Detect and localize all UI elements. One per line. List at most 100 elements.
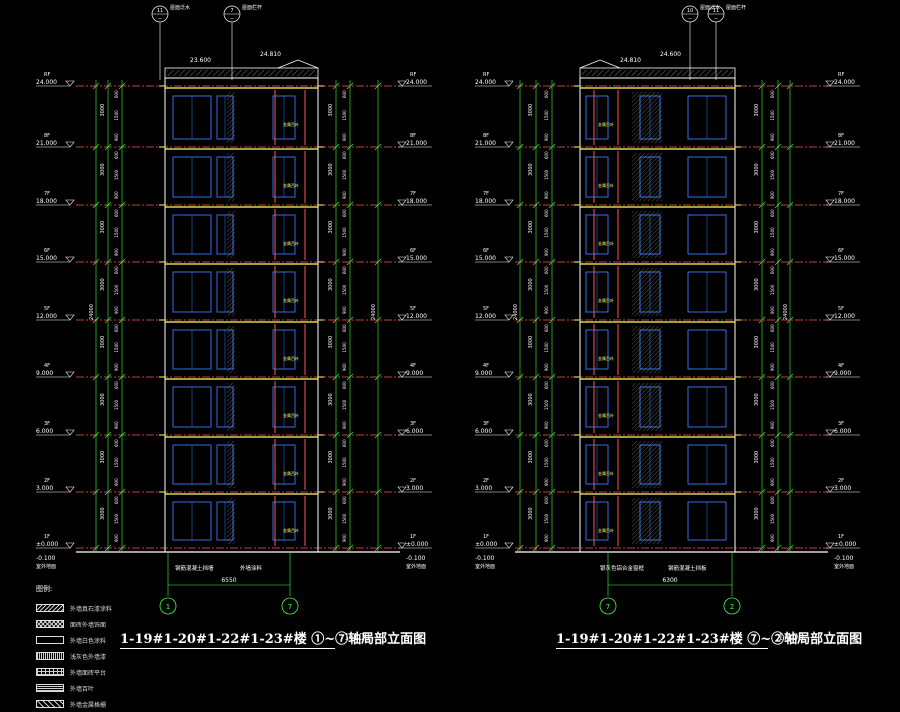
dimension-value: 600 [544,496,549,504]
level-label-right: 18.000 [834,198,855,205]
level-label-left: 9.000 [36,370,53,377]
dimension-value: 1500 [114,284,119,295]
level-marker-icon [65,542,75,549]
dimension-tick [758,201,766,209]
level-tag-right: 2F [410,478,416,484]
dimension-value: 1500 [544,169,549,180]
level-tag-left: 4F [44,363,50,369]
dimension-tick [92,544,100,552]
dimension-value: 1500 [342,513,347,524]
callout-text: 屋面泛水 [170,4,190,11]
facade-hatch [227,153,235,201]
facade-hatch [227,268,235,316]
dimension-value: 900 [342,133,347,141]
dimension-value: 600 [544,439,549,447]
facade-hatch [227,383,235,431]
dimension-tick [346,431,354,439]
blank-swatch-icon [36,636,64,644]
window-note: 金属百叶 [598,121,614,127]
legend-label: 外墙金属格栅 [70,701,107,709]
dimension-value: 600 [342,151,347,159]
axis-number: 2 [730,603,734,611]
dimension-tick [118,431,126,439]
dimension-value: 900 [544,421,549,429]
level-tag-right: 6F [410,248,416,254]
dimension-value: 3000 [754,451,760,464]
dimension-tick [118,82,126,90]
dimension-tick [758,82,766,90]
dimension-value: 600 [114,324,119,332]
level-tag-left: 5F [44,306,50,312]
total-height: 24000 [513,304,519,320]
facade-hatch [227,211,235,258]
dimension-value: 1500 [114,342,119,353]
dimension-tick [774,431,782,439]
callout-number: 11 [713,8,719,14]
level-label-right: 3.000 [406,485,423,492]
axis-number: 7 [606,603,610,611]
dimension-value: 900 [114,248,119,256]
dimension-tick [374,143,382,151]
dimension-value: 900 [114,421,119,429]
dimension-value: 3000 [754,221,760,234]
dimension-tick [346,488,354,496]
roof-parapet [579,67,736,79]
level-tag-left: 7F [44,191,50,197]
dimension-tick [516,373,524,381]
dimension-tick [104,431,112,439]
level-tag-right: 5F [410,306,416,312]
hatch-swatch-icon [36,604,64,612]
facade-hatch [632,441,662,488]
level-tag-left: 4F [483,363,489,369]
dimension-tick [548,258,556,266]
dimension-tick [118,544,126,552]
window-note: 金属百叶 [283,355,299,361]
dimension-value: 1500 [114,513,119,524]
level-tag-left: 1F [44,534,50,540]
window-note: 金属百叶 [283,412,299,418]
axis-number: 1 [166,603,170,611]
facade-hatch [227,326,235,373]
level-marker-icon [504,429,514,436]
dimension-tick [92,143,100,151]
dimension-value: 1500 [770,284,775,295]
dimension-tick [774,544,782,552]
dimension-value: 900 [342,534,347,542]
dimension-value: 600 [342,439,347,447]
level-marker-icon [504,199,514,206]
callout-sheet: — [688,16,692,21]
dimension-tick [332,373,340,381]
dimension-tick [104,316,112,324]
dimension-value: 900 [544,363,549,371]
total-height: 24000 [371,304,377,320]
dimension-tick [92,373,100,381]
level-label-left: ±0.000 [475,541,497,548]
level-label-left: 18.000 [36,198,57,205]
legend-label: 外墙面砖平台 [70,669,107,677]
dimension-value: 1500 [114,399,119,410]
dimension-value: 3000 [754,507,760,520]
dimension-value: 900 [770,248,775,256]
dimension-tick [532,431,540,439]
dimension-value: 900 [770,306,775,314]
window-note: 金属百叶 [283,527,299,533]
grille-swatch-icon [36,700,64,708]
dimension-value: 3000 [100,507,106,520]
dimension-value: 900 [342,421,347,429]
level-marker-icon [65,256,75,263]
dimension-value: 900 [114,534,119,542]
dimension-value: 600 [770,209,775,217]
level-label-left: 9.000 [475,370,492,377]
dimension-value: 3000 [528,393,534,406]
window-note: 金属百叶 [598,355,614,361]
dimension-tick [92,258,100,266]
level-tag-right: 8F [838,133,844,139]
level-tag-left: 2F [44,478,50,484]
dimension-tick [786,316,794,324]
dimension-tick [548,316,556,324]
callout-number: 11 [157,8,163,14]
dimension-tick [104,544,112,552]
axis-bubble-icon [159,597,177,615]
level-label-right: 21.000 [834,140,855,147]
